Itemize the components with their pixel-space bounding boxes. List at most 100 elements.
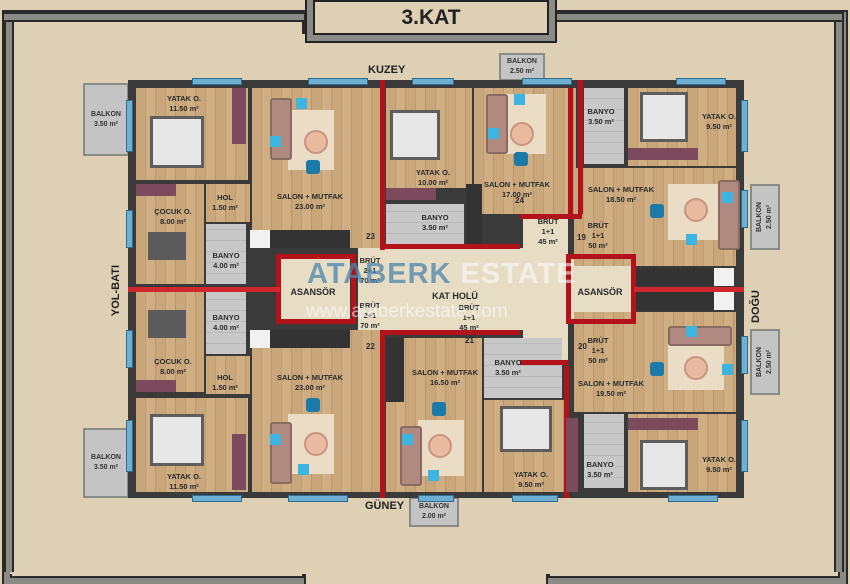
bed-icon bbox=[150, 116, 204, 168]
window bbox=[192, 495, 242, 502]
window bbox=[126, 100, 133, 152]
kitchen-counter-a21 bbox=[386, 338, 404, 402]
kitchen-counter-a24 bbox=[466, 184, 482, 244]
coffee-table-icon bbox=[304, 130, 328, 154]
label-elevator-left: ASANSÖR bbox=[290, 287, 336, 297]
wardrobe-icon bbox=[232, 434, 246, 490]
cushion-icon bbox=[270, 136, 281, 147]
bed-icon bbox=[640, 440, 688, 490]
room-a20-banyo bbox=[584, 414, 624, 488]
window bbox=[741, 190, 748, 228]
boundary-a24-left bbox=[380, 80, 385, 250]
boundary-hall-top bbox=[380, 244, 520, 249]
label-a22-yatak: YATAK O.11.50 m² bbox=[166, 472, 202, 491]
window bbox=[676, 78, 726, 85]
coffee-table-icon bbox=[684, 198, 708, 222]
sofa-icon bbox=[270, 422, 292, 484]
coffee-table-icon bbox=[304, 432, 328, 456]
window bbox=[741, 336, 748, 374]
site-boundary-outline-left bbox=[4, 12, 14, 572]
room-a23-banyo bbox=[206, 224, 246, 284]
room-a21-banyo bbox=[484, 338, 562, 398]
site-boundary-outline-top-left bbox=[4, 12, 304, 22]
window bbox=[288, 495, 348, 502]
cushion-icon bbox=[514, 94, 525, 105]
direction-east: DOĞU bbox=[750, 290, 762, 323]
kitchen-counter-a20 bbox=[636, 292, 726, 310]
window bbox=[668, 495, 718, 502]
kitchen-fridge-a19 bbox=[714, 268, 734, 286]
window bbox=[126, 330, 133, 368]
floor-title: 3.KAT bbox=[307, 0, 555, 41]
boundary-elev-right bbox=[566, 254, 636, 324]
label-a23-cocuk: ÇOCUK O.8.00 m² bbox=[154, 207, 192, 226]
direction-south: GÜNEY bbox=[365, 500, 405, 512]
boundary-a19-left bbox=[568, 88, 573, 214]
boundary-a21-top bbox=[520, 360, 568, 365]
coffee-table-icon bbox=[684, 356, 708, 380]
cushion-icon bbox=[298, 464, 309, 475]
window bbox=[418, 495, 454, 502]
pouf-icon bbox=[514, 152, 528, 166]
pouf-icon bbox=[306, 160, 320, 174]
elevator-right bbox=[570, 258, 632, 320]
room-a22-cocuk bbox=[136, 292, 204, 392]
direction-north: KUZEY bbox=[368, 64, 406, 76]
sofa-icon bbox=[718, 180, 740, 250]
divider-left bbox=[128, 287, 280, 292]
pouf-icon bbox=[306, 398, 320, 412]
stair-hall-center bbox=[523, 218, 568, 360]
child-bed-icon bbox=[148, 232, 186, 260]
sofa-icon bbox=[668, 326, 732, 346]
window bbox=[512, 495, 558, 502]
wardrobe-icon bbox=[136, 380, 176, 392]
window bbox=[192, 78, 242, 85]
pouf-icon bbox=[432, 402, 446, 416]
direction-west: YOL-BATI bbox=[110, 265, 122, 317]
kitchen-fridge-a22 bbox=[250, 330, 270, 348]
window bbox=[126, 420, 133, 472]
boundary-a24-bottom bbox=[520, 214, 582, 219]
label-a24-yatak: YATAK O.10.00 m² bbox=[415, 168, 451, 187]
apt-no-19: 19 bbox=[577, 233, 586, 242]
bed-icon bbox=[640, 92, 688, 142]
room-a19-banyo bbox=[584, 88, 624, 164]
sofa-icon bbox=[270, 98, 292, 160]
window bbox=[741, 100, 748, 152]
wardrobe-icon bbox=[386, 188, 436, 200]
cushion-icon bbox=[488, 128, 499, 139]
wardrobe-icon bbox=[628, 148, 698, 160]
room-a22-banyo bbox=[206, 292, 246, 354]
window bbox=[126, 210, 133, 248]
apt-no-24: 24 bbox=[515, 196, 524, 205]
cushion-icon bbox=[428, 470, 439, 481]
label-a23-yatak: YATAK O.11.50 m² bbox=[166, 94, 202, 113]
bed-icon bbox=[390, 110, 440, 160]
cushion-icon bbox=[270, 434, 281, 445]
label-a22-cocuk: ÇOCUK O.8.00 m² bbox=[154, 357, 192, 376]
wardrobe-icon bbox=[628, 418, 698, 430]
cushion-icon bbox=[722, 192, 733, 203]
kitchen-counter-a19 bbox=[636, 268, 726, 286]
